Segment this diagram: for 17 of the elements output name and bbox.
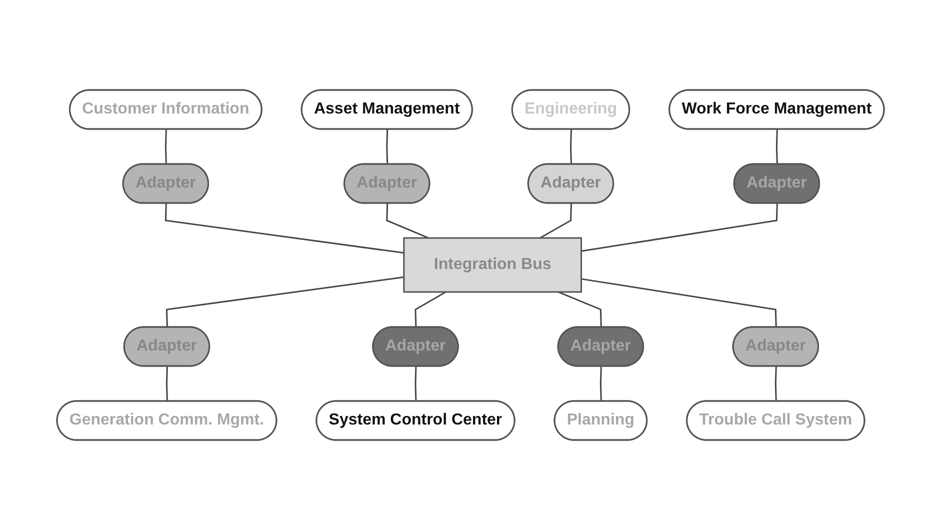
connector [166,366,168,401]
connector [540,202,572,238]
connector [581,202,778,252]
connector [164,128,167,164]
node-box: Integration Bus [403,236,582,292]
connector [774,366,777,401]
connector [414,290,446,328]
connector [581,278,777,327]
connector [776,128,778,164]
connector [570,128,572,164]
connector [386,202,429,238]
connector [164,202,404,254]
connector [600,366,602,401]
connector [166,276,404,328]
connector [386,128,388,164]
connector [558,290,602,328]
connector [414,366,417,401]
